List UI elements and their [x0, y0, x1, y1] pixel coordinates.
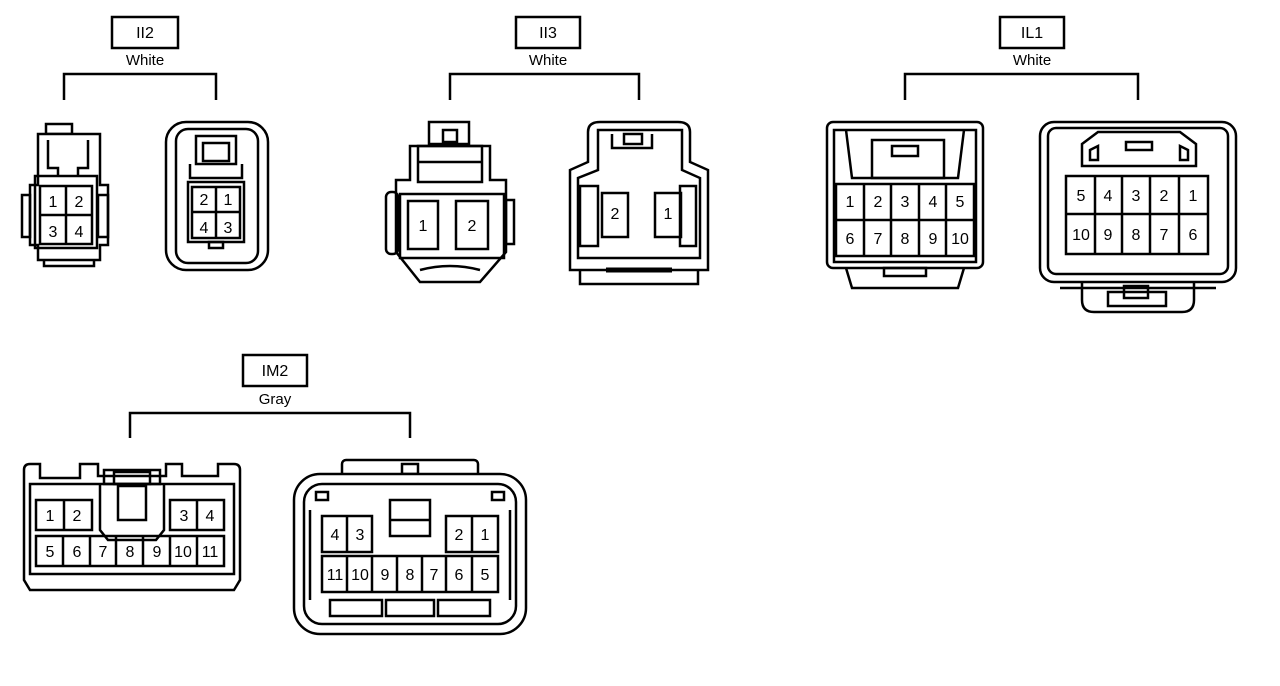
- pin-label: 7: [430, 567, 439, 584]
- il1-right-pins: 5 4 3 2 1 10 9 8 7 6: [1072, 188, 1197, 244]
- connector-il1: IL1 White: [825, 15, 1238, 314]
- pin-label: 2: [1160, 188, 1169, 205]
- pin-label: 1: [46, 508, 55, 525]
- pin-label: 4: [1104, 188, 1113, 205]
- pin-label: 5: [956, 194, 965, 211]
- connector-id: II2: [136, 25, 154, 42]
- pin-label: 3: [1132, 188, 1141, 205]
- il1-left-pins: 1 2 3 4 5 6 7 8 9 10: [846, 194, 969, 248]
- pin-label: 9: [153, 544, 162, 561]
- ii2-left-pins: 1 2 3 4: [49, 194, 84, 241]
- pin-label: 3: [356, 527, 365, 544]
- pin-label: 9: [381, 567, 390, 584]
- il1-right-housing: [1038, 120, 1238, 314]
- pin-label: 2: [455, 527, 464, 544]
- pin-label: 1: [846, 194, 855, 211]
- pin-label: 3: [49, 224, 58, 241]
- pin-label: 10: [174, 544, 192, 561]
- ii3-right-housing: [568, 120, 710, 286]
- pin-label: 4: [75, 224, 84, 241]
- connector-id: II3: [539, 25, 557, 42]
- pin-label: 3: [224, 220, 233, 237]
- connector-color: White: [126, 52, 164, 69]
- connector-id-box: [514, 15, 582, 50]
- connector-id: IM2: [262, 363, 289, 380]
- pin-label: 2: [73, 508, 82, 525]
- pin-label: 1: [1189, 188, 1198, 205]
- pin-label: 1: [664, 206, 673, 223]
- pin-label: 5: [46, 544, 55, 561]
- il1-left-housing: [825, 120, 985, 290]
- pin-label: 2: [200, 192, 209, 209]
- connector-color: White: [1013, 52, 1051, 69]
- connector-color: Gray: [259, 391, 292, 408]
- pin-label: 1: [49, 194, 58, 211]
- pin-label: 7: [874, 231, 883, 248]
- pin-label: 1: [481, 527, 490, 544]
- pin-label: 2: [468, 218, 477, 235]
- pin-label: 9: [929, 231, 938, 248]
- connector-id: IL1: [1021, 25, 1043, 42]
- pin-label: 8: [901, 231, 910, 248]
- bracket: [903, 72, 1140, 100]
- pin-label: 2: [611, 206, 620, 223]
- connector-color: White: [529, 52, 567, 69]
- im2-right-pins: 4 3 2 1 11 10 9 8 7 6 5: [327, 527, 490, 584]
- pin-label: 6: [455, 567, 464, 584]
- pin-label: 4: [929, 194, 938, 211]
- pin-label: 11: [327, 567, 344, 584]
- connector-id-box: [998, 15, 1066, 50]
- connector-im2: IM2 Gray: [22, 353, 528, 636]
- pin-label: 1: [224, 192, 233, 209]
- pin-label: 3: [180, 508, 189, 525]
- connector-ii2: II2 White: [20, 15, 270, 272]
- pin-label: 9: [1104, 227, 1113, 244]
- connector-id-box: [241, 353, 309, 388]
- ii2-left-housing: [20, 122, 110, 268]
- im2-left-housing: [22, 462, 242, 592]
- pin-label: 6: [73, 544, 82, 561]
- pin-label: 6: [846, 231, 855, 248]
- pin-label: 5: [481, 567, 490, 584]
- pin-label: 4: [200, 220, 209, 237]
- bracket: [128, 411, 412, 438]
- connector-ii3: II3 White: [384, 15, 710, 286]
- pin-label: 7: [99, 544, 108, 561]
- pin-label: 10: [951, 231, 969, 248]
- pin-label: 8: [126, 544, 135, 561]
- pin-label: 10: [351, 567, 369, 584]
- pin-label: 4: [206, 508, 215, 525]
- bracket: [448, 72, 641, 100]
- ii2-right-pins: 2 1 4 3: [200, 192, 233, 237]
- pin-label: 8: [1132, 227, 1141, 244]
- pin-label: 4: [331, 527, 340, 544]
- pin-label: 10: [1072, 227, 1090, 244]
- bracket: [62, 72, 218, 100]
- pin-label: 5: [1077, 188, 1086, 205]
- im2-right-housing: [292, 458, 528, 636]
- ii2-right-housing: [164, 120, 270, 272]
- pin-label: 8: [406, 567, 415, 584]
- im2-left-pins: 1 2 3 4 5 6 7 8 9 10 11: [46, 508, 219, 561]
- pin-label: 6: [1189, 227, 1198, 244]
- ii3-left-pins: 1 2: [419, 218, 477, 235]
- pin-label: 1: [419, 218, 428, 235]
- pin-label: 2: [75, 194, 84, 211]
- ii3-left-housing: [384, 120, 516, 284]
- pin-label: 7: [1160, 227, 1169, 244]
- pin-label: 11: [202, 544, 219, 561]
- ii3-right-pins: 2 1: [611, 206, 673, 223]
- pin-label: 2: [874, 194, 883, 211]
- pin-label: 3: [901, 194, 910, 211]
- connector-id-box: [110, 15, 180, 50]
